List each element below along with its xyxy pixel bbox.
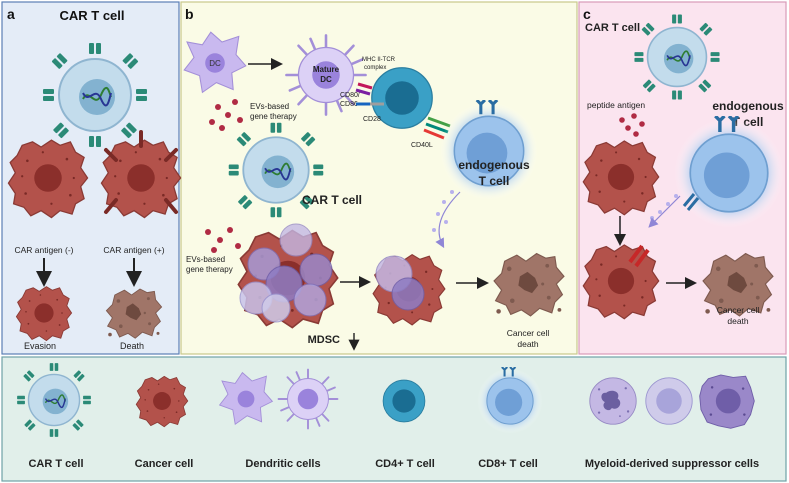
panel-b-endogenous-label-line1: endogenous (458, 158, 530, 172)
panel-a-cancer-cell-positive (100, 130, 182, 219)
legend-label-cancer: Cancer cell (135, 458, 194, 470)
arrow-cytokine-panel-b (435, 191, 461, 249)
t-cell-cancer-interaction (372, 254, 446, 326)
panel-b-death-label-line2: death (517, 339, 539, 349)
legend-cd4-icon (382, 379, 426, 423)
peptide-particles (619, 113, 645, 137)
legend-mdsc-icon-3 (699, 374, 755, 429)
panel-b-death-label-line1: Cancer cell (507, 328, 550, 338)
antigen-positive-label: CAR antigen (+) (103, 245, 164, 255)
antigen-negative-label: CAR antigen (-) (14, 245, 73, 255)
legend-label-cd8: CD8+ T cell (478, 458, 538, 470)
cd28-label: CD28 (363, 116, 381, 123)
arrow-cytokine-panel-c (648, 195, 681, 228)
evs-particles-top (209, 99, 243, 131)
evs-bottom-label-line2: gene therapy (186, 265, 233, 274)
panel-c-targeted-cancer-cell (582, 244, 660, 320)
evasion-label: Evasion (24, 341, 56, 351)
legend-mdsc-icon-1 (589, 377, 637, 425)
mature-dc-label-line2: DC (320, 75, 332, 84)
legend-mdsc-icon-2 (645, 377, 693, 425)
cytokine-dots-panel-b (432, 190, 454, 232)
legend-label-cd4: CD4+ T cell (375, 458, 435, 470)
cd80-label-line1: CD80/ (340, 92, 360, 99)
panel-c-death-label-line2: death (727, 316, 749, 326)
panel-b-car-t-label: CAR T cell (302, 193, 362, 207)
dc-label: DC (209, 59, 221, 68)
panel-c-letter: c (583, 6, 591, 22)
panel-b-letter: b (185, 6, 194, 22)
mdsc-cluster (237, 223, 339, 329)
evs-top-label-line1: EVs-based (250, 102, 289, 111)
panel-c-car-t-label: CAR T cell (585, 22, 640, 34)
panel-a-car-t-cell (42, 42, 148, 148)
panel-a-title: CAR T cell (59, 8, 124, 23)
evs-particles-bottom (205, 227, 241, 253)
panel-c-endogenous-label-line1: endogenous (712, 99, 784, 113)
tcr-panel-c (682, 193, 700, 211)
panel-c-death-label-line1: Cancer cell (717, 305, 760, 315)
mhc-complex-label-line1: MHC II-TCR (362, 57, 396, 63)
mdsc-label: MDSC (308, 334, 340, 346)
legend-label-dendritic: Dendritic cells (245, 458, 320, 470)
panel-b-endogenous-label-line2: T cell (479, 174, 510, 188)
evs-top-label-line2: gene therapy (250, 112, 297, 121)
mature-dc-label-line1: Mature (313, 65, 340, 74)
legend-label-mdsc: Myeloid-derived suppressor cells (585, 458, 759, 470)
costimulatory-receptors (355, 82, 451, 140)
mhc-complex-label-line2: complex (364, 65, 386, 71)
peptide-antigen-label: peptide antigen (587, 100, 645, 110)
legend-mature-dc-icon (277, 368, 339, 430)
panel-a-letter: a (7, 6, 15, 22)
cd40l-label: CD40L (411, 142, 433, 149)
death-label: Death (120, 341, 144, 351)
cd80-label-line2: CD86 (340, 101, 358, 108)
evs-bottom-label-line1: EVs-based (186, 255, 225, 264)
legend-label-car-t: CAR T cell (28, 458, 83, 470)
